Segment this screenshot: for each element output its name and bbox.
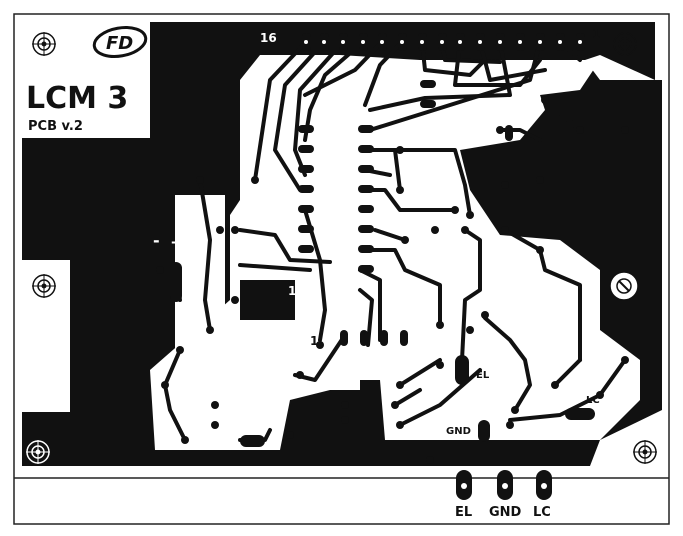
vias	[156, 96, 629, 464]
ic-pin-label: 1	[288, 284, 296, 298]
pin-label-16: 16	[260, 31, 277, 45]
logo-text: FD	[106, 33, 133, 54]
ic-pads	[170, 80, 595, 447]
board-subtitle: PCB v.2	[28, 119, 83, 134]
polarity-plus-bottom: +	[260, 400, 273, 418]
connector-label-el: EL	[455, 505, 472, 520]
polarity-minus-bottom: -	[282, 400, 288, 418]
pin-label-1: 1	[592, 27, 600, 41]
board-title: LCM 3	[26, 81, 128, 116]
traces	[163, 40, 627, 442]
mounting-hole-icon	[26, 32, 657, 464]
gnd-pad-label: GND	[446, 426, 471, 437]
polarity-plus-left: +	[170, 233, 184, 253]
trimmer-icon	[609, 271, 639, 301]
lc-pad-label: LC	[586, 395, 600, 406]
connector-label-lc: LC	[533, 505, 551, 520]
el-pad-label: EL	[476, 370, 490, 381]
connector-label-gnd: GND	[489, 505, 522, 520]
header-pad-holes	[304, 40, 582, 44]
fd-logo: FD	[92, 25, 148, 59]
ic-pin-label-2: 1	[310, 334, 318, 348]
output-connector-holes	[461, 483, 547, 489]
polarity-minus-left: -	[153, 231, 160, 250]
